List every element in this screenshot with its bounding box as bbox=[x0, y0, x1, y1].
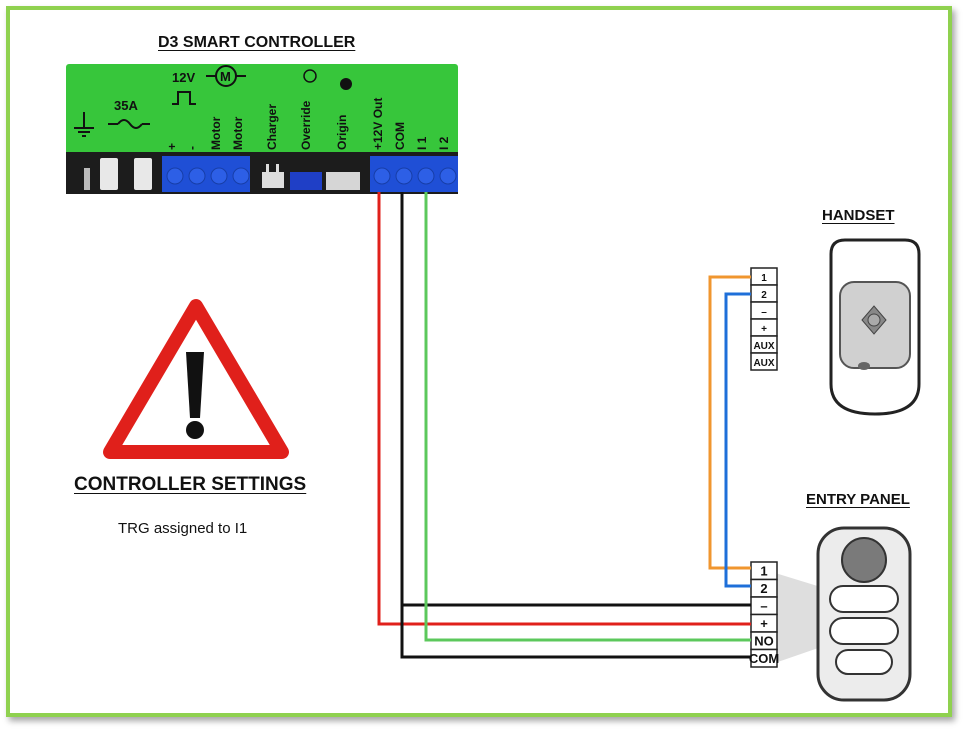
controller-title: D3 SMART CONTROLLER bbox=[158, 34, 356, 51]
terminal-label: AUX bbox=[753, 341, 774, 352]
supply-label: 12V bbox=[172, 70, 195, 85]
controller-terminal: Origin bbox=[335, 115, 349, 150]
fuse-holder bbox=[134, 158, 152, 190]
motor-icon: M bbox=[206, 65, 246, 87]
controller-terminal-label: I 2 bbox=[437, 136, 451, 150]
controller-terminal-label: Override bbox=[299, 100, 313, 150]
override-connector bbox=[290, 172, 322, 190]
wire-black-minus bbox=[400, 192, 751, 607]
terminal-label: 1 bbox=[761, 273, 767, 284]
controller-terminal-label: - bbox=[185, 146, 199, 150]
settings-title: CONTROLLER SETTINGS bbox=[74, 474, 307, 495]
controller-terminal: I 1 bbox=[415, 136, 429, 150]
wires bbox=[377, 192, 751, 659]
settings-note: TRG assigned to I1 bbox=[118, 520, 248, 537]
handset-image bbox=[829, 238, 921, 416]
wire-orange bbox=[708, 275, 751, 570]
fuse-icon bbox=[108, 119, 150, 129]
terminal-label: + bbox=[761, 324, 767, 335]
warning-icon bbox=[103, 299, 289, 459]
wire-blue bbox=[724, 292, 751, 588]
ground-post bbox=[84, 168, 90, 190]
terminal-label: – bbox=[761, 307, 767, 318]
controller-terminal: Charger bbox=[265, 104, 279, 150]
terminal-label: 2 bbox=[760, 581, 767, 596]
fuse-label: 35A bbox=[114, 98, 138, 113]
origin-connector bbox=[326, 172, 360, 190]
controller-terminal: - bbox=[185, 146, 199, 150]
controller-terminal-label: + bbox=[165, 143, 179, 150]
controller-terminal: +12V Out bbox=[371, 98, 385, 150]
handset-title: HANDSET bbox=[822, 207, 895, 224]
charger-connector bbox=[262, 164, 284, 188]
controller-terminal-label: I 1 bbox=[415, 136, 429, 150]
controller-terminal-label: Origin bbox=[335, 115, 349, 150]
wire-green bbox=[424, 192, 751, 642]
controller-terminal: Motor bbox=[231, 116, 245, 150]
controller-terminal-label: Charger bbox=[265, 104, 279, 150]
controller-terminal-label: Motor bbox=[209, 116, 223, 150]
entry-panel-title: ENTRY PANEL bbox=[806, 491, 910, 508]
terminal-label: 2 bbox=[761, 290, 767, 301]
entry-panel-image bbox=[772, 526, 912, 702]
switch-icon bbox=[172, 91, 196, 105]
terminal-label: – bbox=[760, 599, 767, 614]
io-terminal-block bbox=[370, 156, 458, 192]
wire-black-com bbox=[400, 605, 751, 659]
terminal-label: AUX bbox=[753, 358, 774, 369]
controller-terminal-label: Motor bbox=[231, 116, 245, 150]
controller-terminal: + bbox=[165, 143, 179, 150]
wire-red bbox=[377, 192, 751, 626]
controller-terminal: Motor bbox=[209, 116, 223, 150]
controller-terminal: I 2 bbox=[437, 136, 451, 150]
ground-icon bbox=[74, 112, 94, 137]
controller-terminal-label: COM bbox=[393, 122, 407, 150]
terminal-label: COM bbox=[749, 651, 779, 666]
entry-panel-terminal-strip: 1 2 – + NO COM bbox=[749, 561, 779, 668]
terminal-label: NO bbox=[754, 634, 774, 649]
controller-board: 35A 12V M + - Motor Motor Charger Override Ori… bbox=[66, 64, 458, 194]
controller-terminal: Override bbox=[299, 100, 313, 150]
fuse-holder bbox=[100, 158, 118, 190]
terminal-label: 1 bbox=[760, 564, 767, 579]
controller-terminal-label: +12V Out bbox=[371, 98, 385, 150]
override-icon bbox=[303, 69, 317, 83]
terminal-cell bbox=[750, 352, 778, 371]
motor-terminal-block bbox=[162, 156, 250, 192]
motor-symbol: M bbox=[220, 69, 231, 84]
controller-terminal: COM bbox=[393, 122, 407, 150]
terminal-label: + bbox=[760, 616, 768, 631]
handset-terminal-strip: 1 2 – + AUX AUX bbox=[750, 267, 778, 371]
origin-icon bbox=[340, 78, 352, 90]
controller-terminal-labels: + - Motor Motor Charger Override Origin +12V Ou… bbox=[165, 98, 451, 150]
